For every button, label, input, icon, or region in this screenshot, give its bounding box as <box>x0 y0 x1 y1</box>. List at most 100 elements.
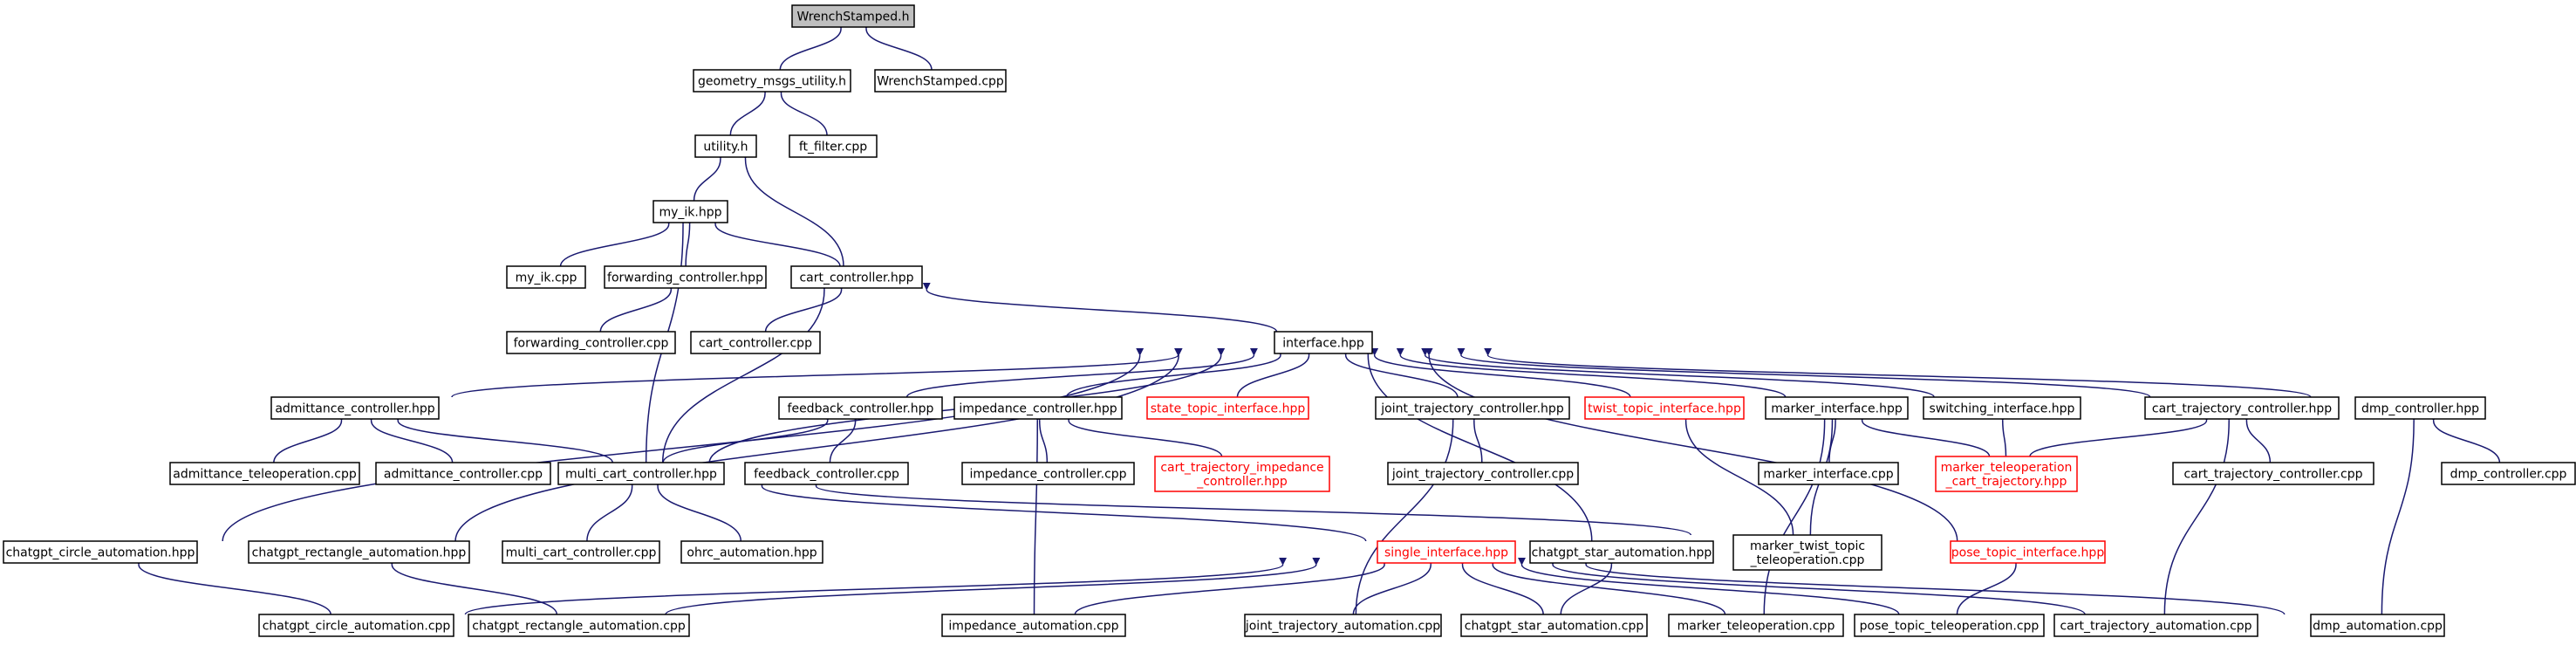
edge-interface_hpp-to-impedance_controller_hpp <box>1065 347 1285 398</box>
node-label: my_ik.cpp <box>516 271 577 285</box>
node-chatgpt-rectangle-automation-cpp[interactable]: chatgpt_rectangle_automation.cpp <box>468 614 690 637</box>
node-feedback-controller-hpp[interactable]: feedback_controller.hpp <box>778 396 943 420</box>
node-label: marker_interface.cpp <box>1763 468 1893 482</box>
edge-admittance_controller_hpp-to-admittance_teleoperation_cpp <box>273 413 346 463</box>
edge-multi_cart_controller_hpp-to-ohrc_automation_hpp <box>653 478 742 542</box>
node-single-interface-hpp[interactable]: single_interface.hpp <box>1377 540 1516 564</box>
node-label: marker_interface.hpp <box>1771 402 1903 416</box>
node-dmp-controller-hpp[interactable]: dmp_controller.hpp <box>2354 396 2486 420</box>
node-dmp-automation-cpp[interactable]: dmp_automation.cpp <box>2310 614 2445 637</box>
node-cart-controller-hpp[interactable]: cart_controller.hpp <box>790 265 923 289</box>
node-forwarding-controller-hpp[interactable]: forwarding_controller.hpp <box>604 265 767 289</box>
node-box <box>790 265 923 289</box>
node-admittance-controller-cpp[interactable]: admittance_controller.cpp <box>375 462 551 485</box>
node-twist-topic-interface-hpp[interactable]: twist_topic_interface.hpp <box>1584 396 1745 420</box>
node-joint-trajectory-automation-cpp[interactable]: joint_trajectory_automation.cpp <box>1244 614 1442 637</box>
node-multi-cart-controller-hpp[interactable]: multi_cart_controller.hpp <box>557 462 725 485</box>
node-box <box>1935 456 2078 492</box>
node-cart-controller-cpp[interactable]: cart_controller.cpp <box>690 331 821 354</box>
node-wrenchstamped-cpp[interactable]: WrenchStamped.cpp <box>874 69 1007 93</box>
node-label: cart_controller.hpp <box>799 271 913 285</box>
node-marker-teleoperation-cpp[interactable]: marker_teleoperation.cpp <box>1668 614 1844 637</box>
node-label: impedance_controller.cpp <box>969 468 1126 482</box>
node-interface-hpp[interactable]: interface.hpp <box>1274 331 1373 354</box>
node-box <box>791 4 915 28</box>
node-impedance-controller-cpp[interactable]: impedance_controller.cpp <box>961 462 1135 485</box>
node-impedance-automation-cpp[interactable]: impedance_automation.cpp <box>941 614 1126 637</box>
node-cart-trajectory-controller-hpp[interactable]: cart_trajectory_controller.hpp <box>2144 396 2340 420</box>
node-box <box>778 396 943 420</box>
node-marker-interface-cpp[interactable]: marker_interface.cpp <box>1758 462 1899 485</box>
edge-chatgpt_star_automation_hpp-to-chatgpt_star_automation_cpp <box>1560 557 1616 615</box>
node-utility-h[interactable]: utility.h <box>694 134 757 158</box>
node-cart-trajectory-automation-cpp[interactable]: cart_trajectory_automation.cpp <box>2053 614 2258 637</box>
edge-impedance_controller_hpp-to-impedance_controller_cpp <box>1035 413 1049 463</box>
edge-chatgpt_circle_automation_hpp-to-chatgpt_circle_automation_cpp <box>134 557 331 615</box>
node-box <box>1923 396 2081 420</box>
node-label: cart_trajectory_controller.hpp <box>2152 402 2332 416</box>
edge-geometry_msgs_utility_h-to-utility_h <box>729 86 769 136</box>
node-chatgpt-rectangle-automation-hpp[interactable]: chatgpt_rectangle_automation.hpp <box>248 540 470 564</box>
node-joint-trajectory-controller-hpp[interactable]: joint_trajectory_controller.hpp <box>1375 396 1570 420</box>
node-label: WrenchStamped.cpp <box>877 75 1004 89</box>
node-impedance-controller-hpp[interactable]: impedance_controller.hpp <box>953 396 1123 420</box>
node-wrenchstamped-h[interactable]: WrenchStamped.h <box>791 4 915 28</box>
node-marker-twist-topic-teleoperation-cpp[interactable]: marker_twist_topic_teleoperation.cpp <box>1732 534 1882 571</box>
edge-interface_hpp-to-joint_trajectory_controller_hpp <box>1342 347 1459 398</box>
node-chatgpt-star-automation-cpp[interactable]: chatgpt_star_automation.cpp <box>1460 614 1648 637</box>
node-forwarding-controller-cpp[interactable]: forwarding_controller.cpp <box>506 331 676 354</box>
node-box <box>1146 396 1309 420</box>
node-pose-topic-interface-hpp[interactable]: pose_topic_interface.hpp <box>1950 540 2106 564</box>
edge-impedance_controller_hpp-to-impedance_automation_cpp <box>1033 413 1042 615</box>
edge-admittance_controller_hpp-to-admittance_controller_cpp <box>367 413 454 463</box>
edge-utility_h-to-my_ik_hpp <box>693 151 725 202</box>
node-chatgpt-star-automation-hpp[interactable]: chatgpt_star_automation.hpp <box>1529 540 1714 564</box>
node-marker-interface-hpp[interactable]: marker_interface.hpp <box>1765 396 1909 420</box>
node-ohrc-automation-hpp[interactable]: ohrc_automation.hpp <box>680 540 823 564</box>
node-label: pose_topic_teleoperation.cpp <box>1860 620 2040 634</box>
node-label: impedance_controller.hpp <box>959 402 1117 416</box>
node-box <box>2354 396 2486 420</box>
edge-interface_hpp-to-marker_interface_hpp <box>1396 347 1787 398</box>
edge-interface_hpp-to-dmp_controller_hpp <box>1483 347 2312 398</box>
node-pose-topic-teleoperation-cpp[interactable]: pose_topic_teleoperation.cpp <box>1854 614 2045 637</box>
edge-single_interface_hpp-to-chatgpt_star_automation_cpp <box>1459 557 1544 615</box>
node-geometry-msgs-utility-h[interactable]: geometry_msgs_utility.h <box>693 69 851 93</box>
node-my-ik-hpp[interactable]: my_ik.hpp <box>653 200 728 223</box>
node-admittance-teleoperation-cpp[interactable]: admittance_teleoperation.cpp <box>169 462 360 485</box>
edge-cart_controller_hpp-to-multi_cart_controller_hpp <box>661 282 829 463</box>
node-chatgpt-circle-automation-cpp[interactable]: chatgpt_circle_automation.cpp <box>258 614 454 637</box>
node-box <box>1765 396 1909 420</box>
node-multi-cart-controller-cpp[interactable]: multi_cart_controller.cpp <box>502 540 660 564</box>
node-cart-trajectory-impedance-controller-hpp[interactable]: cart_trajectory_impedance_controller.hpp <box>1154 456 1330 492</box>
node-label: my_ik.hpp <box>659 206 721 220</box>
node-label: impedance_automation.cpp <box>948 620 1118 634</box>
edge-single_interface_hpp-to-chatgpt_circle_automation_cpp <box>464 557 1288 615</box>
edge-twist_topic_interface_hpp-to-marker_twist_topic_teleoperation_cpp <box>1682 413 1794 536</box>
node-my-ik-cpp[interactable]: my_ik.cpp <box>506 265 586 289</box>
edge-cart_trajectory_controller_hpp-to-cart_trajectory_automation_cpp <box>2163 413 2233 615</box>
node-ft-filter-cpp[interactable]: ft_filter.cpp <box>789 134 878 158</box>
node-box <box>1854 614 2045 637</box>
node-label: _cart_trajectory.hpp <box>1945 475 2067 489</box>
node-admittance-controller-hpp[interactable]: admittance_controller.hpp <box>270 396 440 420</box>
edge-wrenchstamped_h-to-wrenchstamped_cpp <box>862 21 933 71</box>
node-box <box>2172 462 2374 485</box>
node-dmp-controller-cpp[interactable]: dmp_controller.cpp <box>2441 462 2576 485</box>
node-label: WrenchStamped.h <box>796 10 909 24</box>
node-label: single_interface.hpp <box>1384 546 1508 560</box>
node-box <box>953 396 1123 420</box>
node-feedback-controller-cpp[interactable]: feedback_controller.cpp <box>744 462 909 485</box>
node-box <box>1732 534 1882 571</box>
node-joint-trajectory-controller-cpp[interactable]: joint_trajectory_controller.cpp <box>1387 462 1579 485</box>
node-marker-teleoperation-cart-trajectory-hpp[interactable]: marker_teleoperation_cart_trajectory.hpp <box>1935 456 2078 492</box>
node-cart-trajectory-controller-cpp[interactable]: cart_trajectory_controller.cpp <box>2172 462 2374 485</box>
edge-cart_trajectory_controller_hpp-to-marker_teleoperation_cart_trajectory_hpp <box>2029 413 2211 457</box>
node-switching-interface-hpp[interactable]: switching_interface.hpp <box>1923 396 2081 420</box>
node-state-topic-interface-hpp[interactable]: state_topic_interface.hpp <box>1146 396 1309 420</box>
node-box <box>1375 396 1570 420</box>
node-chatgpt-circle-automation-hpp[interactable]: chatgpt_circle_automation.hpp <box>3 540 198 564</box>
node-label: multi_cart_controller.cpp <box>506 546 657 560</box>
edge-forwarding_controller_hpp-to-forwarding_controller_cpp <box>599 282 675 333</box>
